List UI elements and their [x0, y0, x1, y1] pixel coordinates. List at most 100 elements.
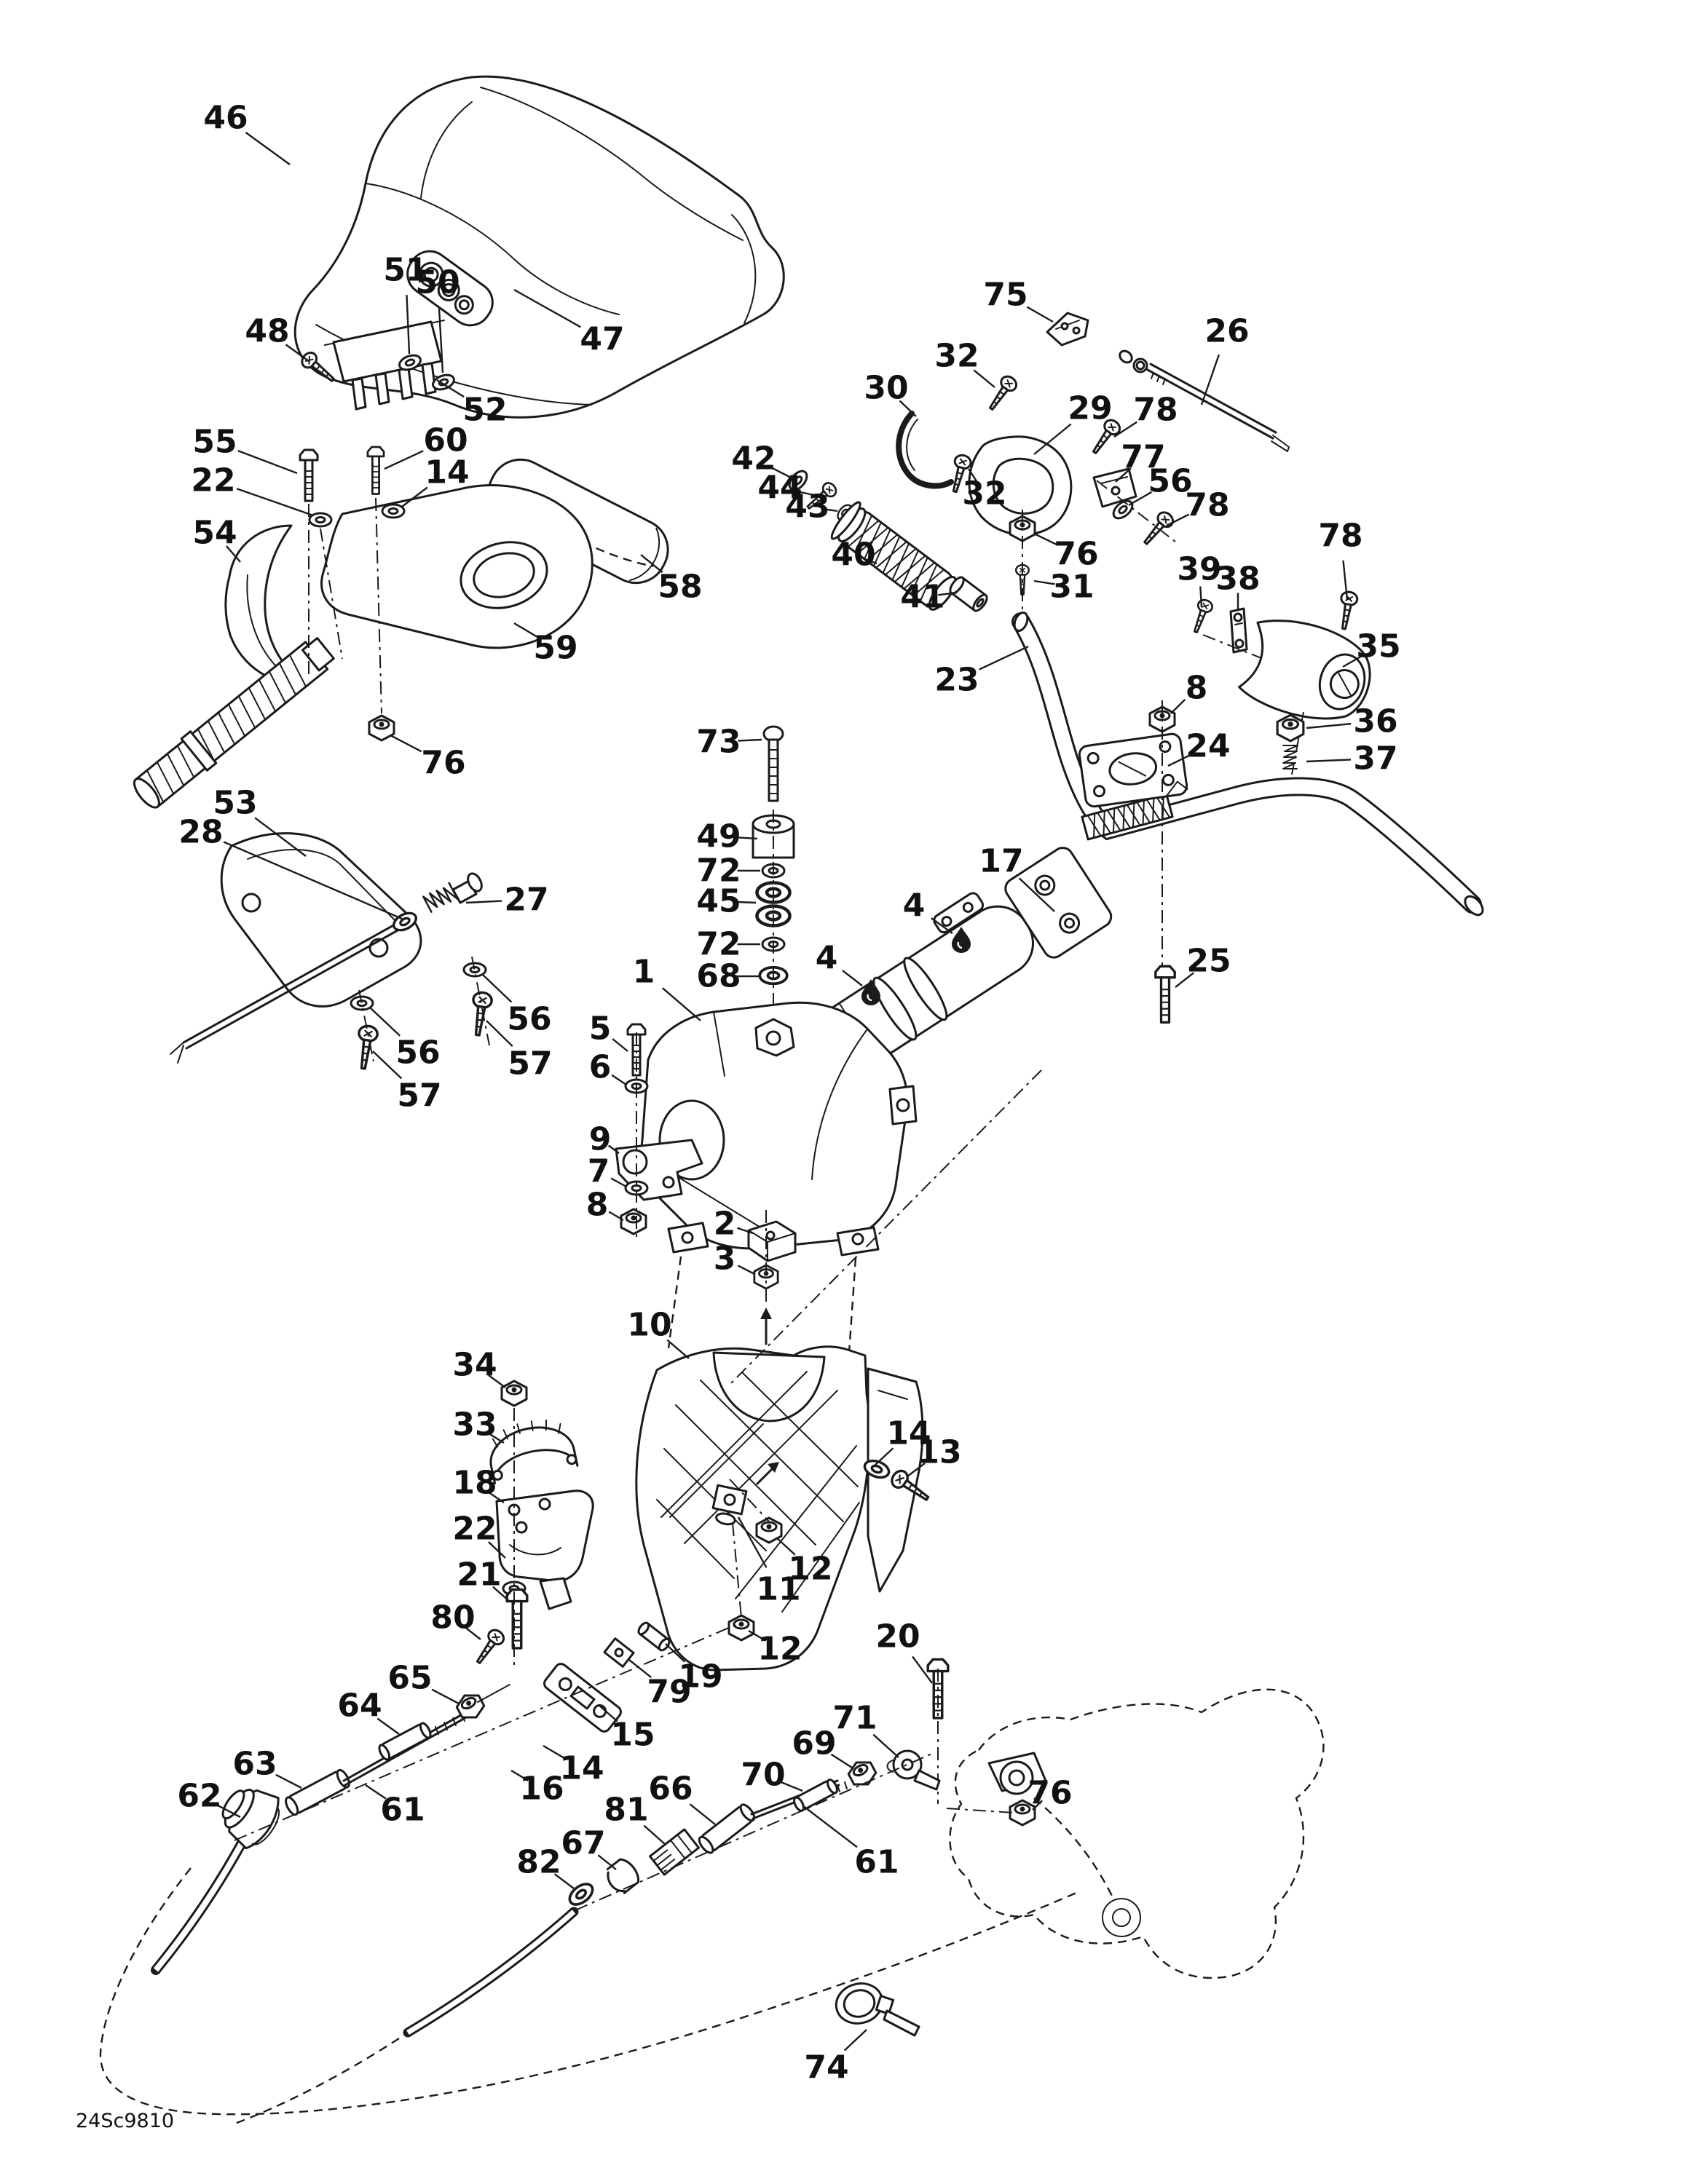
leader-line-6: [611, 1074, 627, 1085]
steering-cable-front: [151, 1624, 736, 1975]
callout-label-67: 67: [561, 1825, 605, 1862]
leader-line-63: [275, 1773, 302, 1789]
leader-line-40: [863, 558, 877, 565]
leader-line-41: [938, 591, 958, 596]
leader-line-4: [931, 917, 953, 934]
callout-label-52: 52: [462, 392, 507, 429]
callout-label-19: 19: [678, 1658, 722, 1696]
leader-line-27: [465, 900, 502, 904]
leader-line-24: [1167, 754, 1191, 767]
leader-line-16: [510, 1769, 529, 1781]
callout-label-50: 50: [415, 264, 460, 301]
axis-line: [729, 1479, 771, 1618]
callout-label-51: 51: [383, 252, 427, 289]
leader-line-80: [465, 1626, 481, 1640]
callout-label-44: 44: [757, 470, 802, 507]
leader-line-33: [487, 1432, 505, 1444]
leader-line-13: [907, 1462, 926, 1477]
leader-line-14: [401, 486, 428, 507]
callout-label-63: 63: [232, 1746, 277, 1783]
leader-line-20: [912, 1655, 933, 1684]
leader-line-4: [842, 970, 863, 986]
leader-line-71: [872, 1733, 899, 1758]
leader-line-14: [543, 1744, 565, 1760]
leader-line-78: [1342, 560, 1349, 601]
callout-label-58: 58: [658, 569, 702, 606]
leader-line-5: [612, 1038, 628, 1052]
steering-cable-rear: [232, 1749, 941, 2126]
callout-label-71: 71: [832, 1700, 877, 1737]
leader-line-3: [737, 1265, 755, 1275]
leader-line-19: [665, 1643, 686, 1663]
callout-label-57: 57: [397, 1077, 441, 1115]
callout-label-81: 81: [604, 1792, 648, 1829]
callout-label-72: 72: [696, 852, 741, 890]
steering-column-shaft: [133, 637, 335, 809]
lower-cover: [220, 832, 422, 1008]
upper-clamp: [489, 1419, 579, 1484]
callout-label-38: 38: [1215, 561, 1260, 598]
leader-line-22: [488, 1541, 506, 1559]
callout-label-12: 12: [757, 1631, 802, 1668]
leader-line-79: [628, 1659, 652, 1679]
grip-roller: [949, 576, 988, 612]
callout-label-4: 4: [816, 940, 838, 977]
screw-icon: [983, 372, 1020, 415]
callout-label-11: 11: [756, 1571, 800, 1608]
leader-line-48: [285, 344, 309, 362]
throttle-housing: [968, 435, 1073, 536]
callout-label-18: 18: [452, 1465, 497, 1502]
leader-line-23: [979, 645, 1029, 670]
leader-line-28: [223, 841, 403, 920]
callout-label-1: 1: [633, 954, 655, 991]
leader-line-34: [488, 1374, 506, 1388]
leader-line-43: [821, 507, 838, 513]
leader-line-51: [406, 294, 411, 355]
axis-line: [320, 528, 343, 660]
leader-line-25: [1175, 972, 1195, 988]
axis-line: [1096, 480, 1176, 542]
leader-line-1: [662, 987, 701, 1021]
leader-line-52: [436, 379, 465, 398]
ghost-hull-outline: [99, 1867, 1077, 2116]
axis-line: [946, 1808, 1014, 1813]
washer-icon: [350, 995, 374, 1011]
callout-label-8: 8: [586, 1187, 609, 1224]
callout-label-12: 12: [788, 1551, 832, 1588]
callout-label-78: 78: [1318, 518, 1362, 555]
leader-line-32: [973, 369, 995, 388]
callout-label-27: 27: [504, 882, 548, 919]
callout-label-56: 56: [507, 1001, 551, 1038]
callout-label-73: 73: [696, 724, 741, 761]
leader-line-14: [873, 1447, 894, 1467]
leader-line-32: [967, 468, 979, 483]
bolt-icon: [1154, 965, 1176, 1024]
callout-label-8: 8: [1186, 670, 1208, 707]
leader-line-26: [1200, 354, 1220, 405]
leader-line-39: [1199, 586, 1203, 608]
callout-label-41: 41: [900, 579, 944, 616]
resonator: [1238, 620, 1371, 720]
leader-line-78: [1113, 421, 1137, 438]
callout-label-48: 48: [245, 313, 289, 350]
callout-label-21: 21: [457, 1556, 501, 1594]
callout-label-49: 49: [696, 818, 741, 855]
leader-line-55: [237, 449, 298, 475]
leader-line-47: [513, 288, 581, 328]
callout-label-30: 30: [864, 370, 908, 407]
diagram-code: 24Sc9810: [76, 2110, 174, 2132]
callout-label-47: 47: [580, 321, 624, 358]
leader-line-45: [735, 901, 757, 904]
leader-line-11: [737, 1516, 768, 1568]
locknut-icon: [500, 1380, 528, 1407]
throttle-cable: [1119, 349, 1290, 452]
callout-label-39: 39: [1177, 551, 1221, 588]
leader-line-78: [1166, 513, 1190, 527]
callout-label-5: 5: [589, 1010, 612, 1048]
leader-line-61: [802, 1805, 858, 1848]
axis-line: [358, 956, 490, 1062]
leader-line-18: [487, 1491, 505, 1503]
leader-line-50: [438, 306, 444, 373]
